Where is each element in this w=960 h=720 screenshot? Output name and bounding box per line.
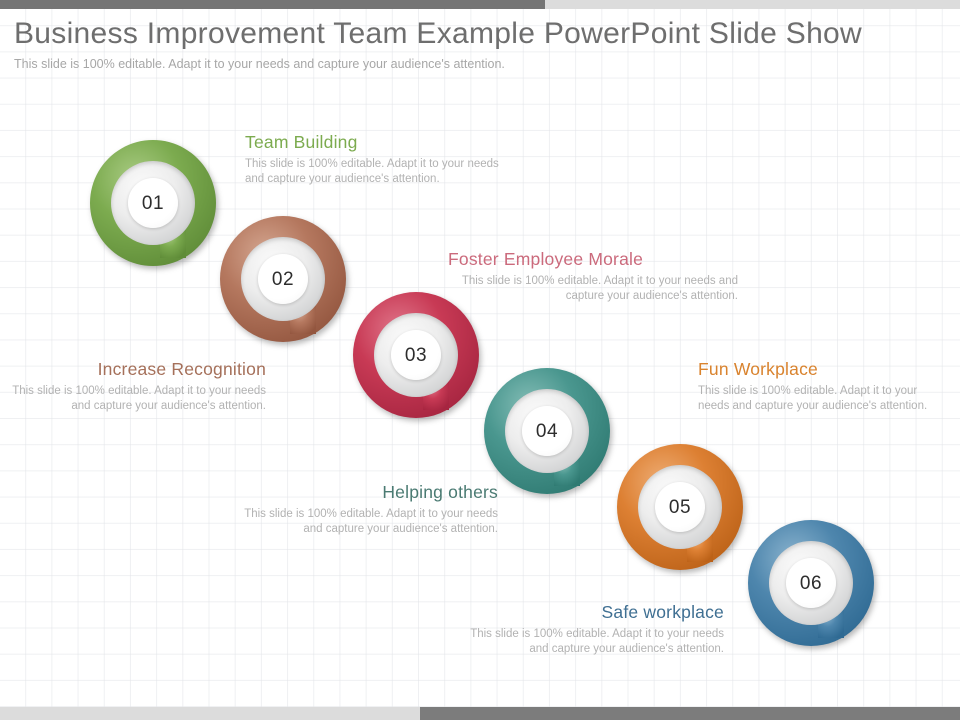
- bottom-bar-light-segment: [0, 707, 420, 720]
- step-text-03: Foster Employee Morale This slide is 100…: [448, 248, 738, 304]
- step-heading-05: Fun Workplace: [698, 359, 818, 379]
- step-body-01: This slide is 100% editable. Adapt it to…: [245, 158, 499, 185]
- step-text-05: Fun Workplace This slide is 100% editabl…: [698, 358, 946, 414]
- step-badge-02[interactable]: 02: [220, 216, 346, 342]
- step-badge-06[interactable]: 06: [748, 520, 874, 646]
- step-body-06: This slide is 100% editable. Adapt it to…: [470, 628, 724, 655]
- step-number-06: 06: [799, 572, 823, 594]
- badge-inner-circle-04: 04: [522, 406, 572, 456]
- step-heading-04: Helping others: [382, 482, 498, 502]
- page-title: Business Improvement Team Example PowerP…: [14, 17, 863, 50]
- step-text-06: Safe workplace This slide is 100% editab…: [452, 601, 724, 657]
- step-heading-03: Foster Employee Morale: [448, 249, 644, 269]
- step-heading-01: Team Building: [245, 132, 358, 152]
- step-heading-02: Increase Recognition: [97, 359, 266, 379]
- step-body-03: This slide is 100% editable. Adapt it to…: [461, 275, 738, 302]
- step-number-03: 03: [404, 344, 428, 366]
- step-number-01: 01: [141, 192, 165, 214]
- step-body-05: This slide is 100% editable. Adapt it to…: [698, 385, 928, 412]
- step-number-04: 04: [535, 420, 559, 442]
- bottom-decoration-bar: [0, 707, 960, 720]
- step-number-05: 05: [668, 496, 692, 518]
- step-heading-06: Safe workplace: [601, 602, 724, 622]
- step-badge-01[interactable]: 01: [90, 140, 216, 266]
- badge-inner-circle-01: 01: [128, 178, 178, 228]
- step-text-01: Team Building This slide is 100% editabl…: [245, 131, 515, 187]
- step-badge-04[interactable]: 04: [484, 368, 610, 494]
- top-decoration-bar: [0, 0, 960, 9]
- slide-header: Business Improvement Team Example PowerP…: [14, 16, 944, 72]
- step-text-04: Helping others This slide is 100% editab…: [228, 481, 498, 537]
- step-text-02: Increase Recognition This slide is 100% …: [0, 358, 266, 414]
- page-subtitle: This slide is 100% editable. Adapt it to…: [14, 57, 505, 71]
- bottom-bar-dark-segment: [420, 707, 960, 720]
- step-badge-05[interactable]: 05: [617, 444, 743, 570]
- badge-inner-circle-03: 03: [391, 330, 441, 380]
- step-body-04: This slide is 100% editable. Adapt it to…: [244, 508, 498, 535]
- step-body-02: This slide is 100% editable. Adapt it to…: [12, 385, 266, 412]
- top-bar-light-segment: [545, 0, 960, 9]
- badge-inner-circle-02: 02: [258, 254, 308, 304]
- top-bar-dark-segment: [0, 0, 545, 9]
- badge-inner-circle-05: 05: [655, 482, 705, 532]
- badge-inner-circle-06: 06: [786, 558, 836, 608]
- step-badge-03[interactable]: 03: [353, 292, 479, 418]
- step-number-02: 02: [271, 268, 295, 290]
